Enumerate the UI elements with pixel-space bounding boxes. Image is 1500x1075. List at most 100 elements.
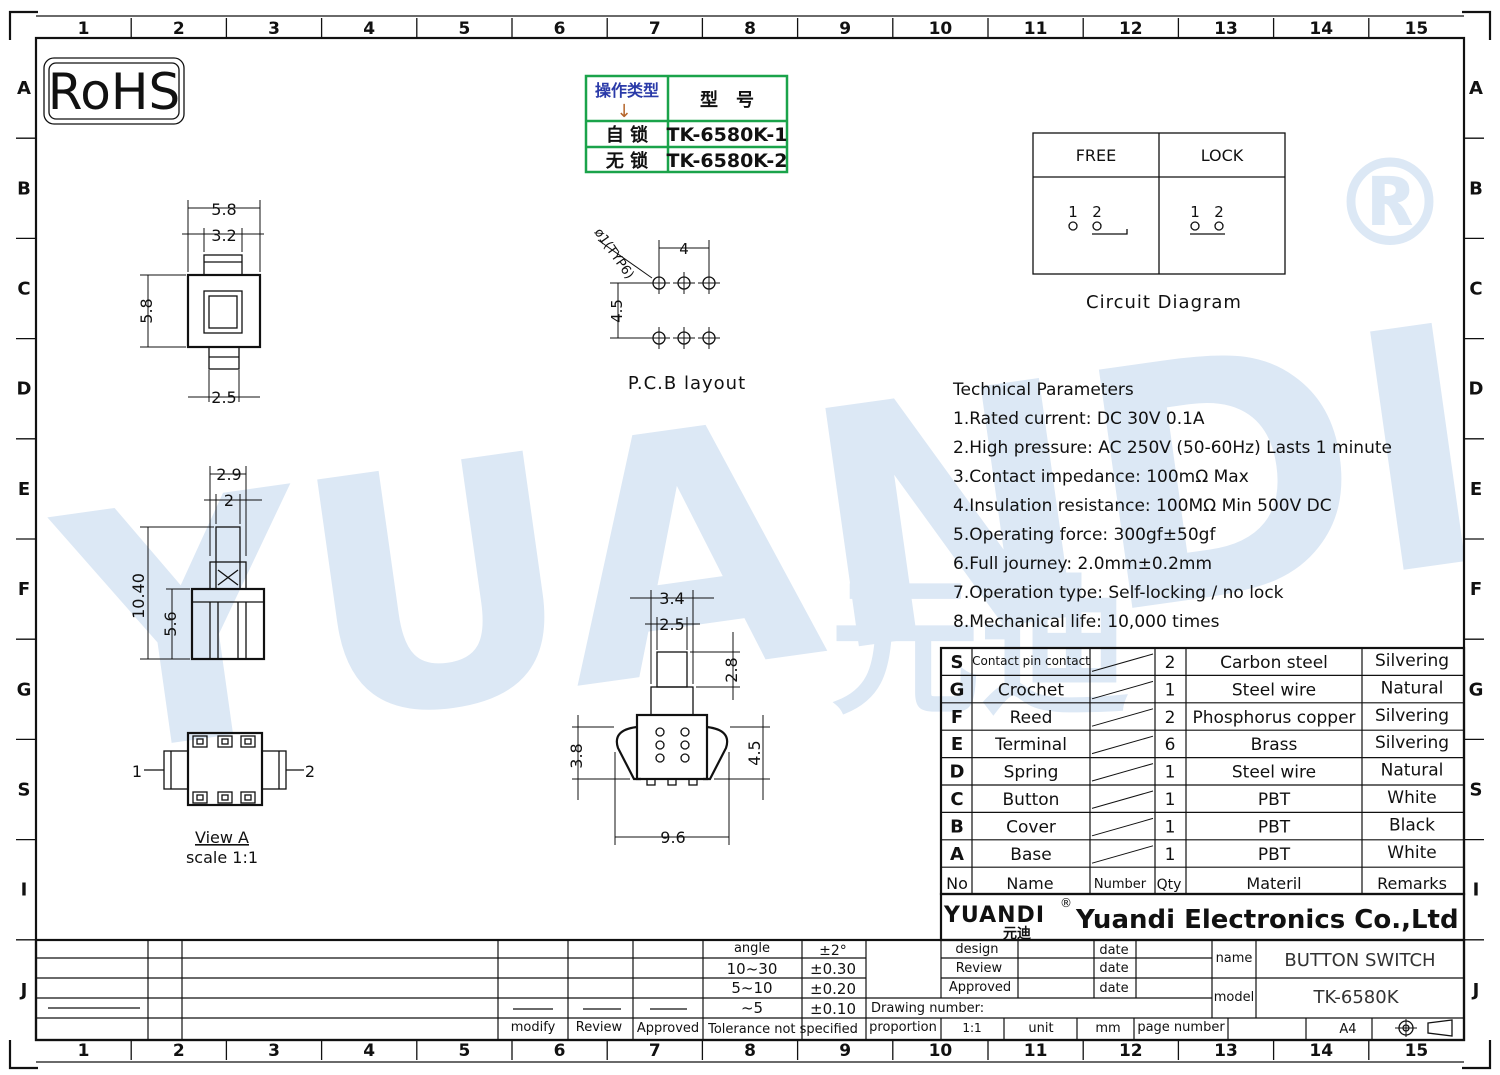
dim-front-body-height: 3.8 (567, 743, 586, 768)
dim-side-width-inner: 2 (224, 491, 234, 510)
tech-item: 6.Full journey: 2.0mm±0.2mm (953, 554, 1212, 574)
top-view: 5.8 3.2 5.8 2.5 (137, 200, 264, 407)
view-a-pad-inner (196, 794, 204, 801)
bom-name: Reed (1010, 708, 1053, 728)
view-a-pin1: 1 (132, 762, 142, 781)
bom-qty: 2 (1165, 653, 1176, 673)
bom-material: PBT (1258, 790, 1291, 810)
grid-col-label-bottom: 3 (268, 1041, 280, 1061)
view-a-pad-inner (221, 794, 229, 801)
tb-size: A4 (1339, 1022, 1356, 1037)
dim-side-height-body: 5.6 (161, 611, 180, 636)
dim-top-width-inner: 3.2 (211, 226, 236, 245)
bom-no: F (951, 707, 963, 728)
grid-col-label-bottom: 9 (839, 1041, 851, 1061)
grid-row-label-right: S (1470, 780, 1483, 801)
tech-item: 4.Insulation resistance: 100MΩ Min 500V … (953, 496, 1332, 516)
company-name: Yuandi Electronics Co.,Ltd (1075, 905, 1459, 935)
rohs-mark: RoHS (43, 57, 185, 125)
down-arrow-icon: ↓ (616, 101, 631, 122)
bom-name: Cover (1006, 817, 1056, 837)
grid-col-label-bottom: 11 (1024, 1041, 1048, 1061)
view-a-pad-inner (196, 738, 204, 745)
grid-col-label-bottom: 12 (1119, 1041, 1143, 1061)
grid-row-label-right: G (1469, 679, 1484, 700)
front-view: 3.4 2.5 2.8 3.8 4.5 9.6 (567, 589, 770, 847)
grid-col-label-top: 8 (744, 19, 756, 39)
free-pin2: 2 (1092, 203, 1102, 221)
tech-item: 7.Operation type: Self-locking / no lock (953, 583, 1284, 603)
bom-name: Button (1003, 790, 1060, 810)
grid-row-label-left: B (17, 178, 31, 199)
model-table: 操作类型 ↓ 型 号 自 锁 TK-6580K-1 无 锁 TK-6580K-2 (584, 74, 789, 174)
bom-number-slash (1091, 708, 1154, 727)
circuit-label: Circuit Diagram (1086, 292, 1242, 313)
grid-col-label-bottom: 15 (1405, 1041, 1429, 1061)
grid-col-label-top: 2 (173, 19, 185, 39)
grid-col-label-top: 7 (649, 19, 661, 39)
view-a-pad (192, 735, 208, 748)
bom-number-slash (1091, 735, 1154, 755)
model-table-h2: 型 号 (700, 89, 754, 111)
front-hole (655, 740, 665, 750)
tb-angle: angle (734, 941, 770, 956)
bom-name: Spring (1004, 763, 1059, 783)
tb-review: Review (576, 1020, 623, 1035)
bom-name: Crochet (998, 680, 1064, 700)
grid-col-label-bottom: 8 (744, 1041, 756, 1061)
company-block: YUANDI 元迪 ® Yuandi Electronics Co.,Ltd (939, 892, 1466, 942)
view-a-pad (240, 791, 256, 804)
tb-modify: modify (511, 1020, 556, 1035)
tb-model-value: TK-6580K (1312, 987, 1399, 1008)
grid-col-label-top: 13 (1214, 19, 1238, 39)
bom-header-name: Name (1006, 874, 1053, 893)
bom-remarks: Natural (1381, 761, 1444, 781)
dim-front-width-outer: 3.4 (659, 589, 684, 608)
bom-remarks: White (1387, 788, 1436, 808)
dim-top-height: 5.8 (137, 298, 156, 323)
projection-symbol-icon (1395, 1019, 1453, 1037)
bom-qty: 1 (1165, 763, 1176, 783)
grid-row-label-right: A (1469, 78, 1483, 99)
watermark: YUANDI 元迪 ® (36, 135, 1500, 833)
view-a: 1 2 View A scale 1:1 (132, 731, 315, 867)
tb-date-2: date (1099, 961, 1128, 976)
bom-number-slash (1091, 845, 1154, 864)
bom-remarks: Black (1389, 815, 1435, 835)
view-a-scale: scale 1:1 (186, 848, 258, 867)
bom-material: Steel wire (1232, 680, 1316, 700)
company-logo-cn: 元迪 (1003, 925, 1031, 942)
side-view: 2.9 2 10.40 5.6 (129, 465, 266, 661)
circuit-free: FREE (1076, 146, 1117, 165)
company-reg: ® (1060, 896, 1072, 910)
bom-qty: 1 (1165, 790, 1176, 810)
tb-name-label: name (1216, 951, 1253, 966)
dim-top-bottom: 2.5 (211, 388, 236, 407)
tb-angle-tol: ±2° (819, 943, 847, 959)
grid-col-label-bottom: 5 (458, 1041, 470, 1061)
bom-qty: 1 (1165, 817, 1176, 837)
dim-front-stem-height: 2.8 (722, 657, 741, 682)
grid-row-label-left: S (18, 780, 31, 801)
tb-unit-value: mm (1095, 1021, 1120, 1036)
bom-material: PBT (1258, 817, 1291, 837)
grid-col-label-top: 4 (363, 19, 375, 39)
rohs-text: RoHS (48, 63, 180, 121)
view-a-pad (217, 735, 233, 748)
grid-row-label-right: J (1471, 980, 1480, 1001)
tb-name-value: BUTTON SWITCH (1284, 950, 1435, 971)
bom-header-number: Number (1094, 877, 1147, 892)
tech-item: 3.Contact impedance: 100mΩ Max (953, 467, 1249, 487)
grid-col-label-top: 9 (839, 19, 851, 39)
view-a-pad (192, 791, 208, 804)
grid-row-label-right: F (1470, 579, 1482, 600)
corner-marks (8, 10, 1492, 1070)
grid-row-label-left: F (18, 579, 30, 600)
dim-front-width-inner: 2.5 (659, 615, 684, 634)
grid-col-label-top: 12 (1119, 19, 1143, 39)
grid-col-label-bottom: 6 (554, 1041, 566, 1061)
bom-name: Base (1010, 845, 1051, 865)
model-type-2: 无 锁 (606, 150, 648, 172)
view-a-pad-inner (244, 794, 252, 801)
